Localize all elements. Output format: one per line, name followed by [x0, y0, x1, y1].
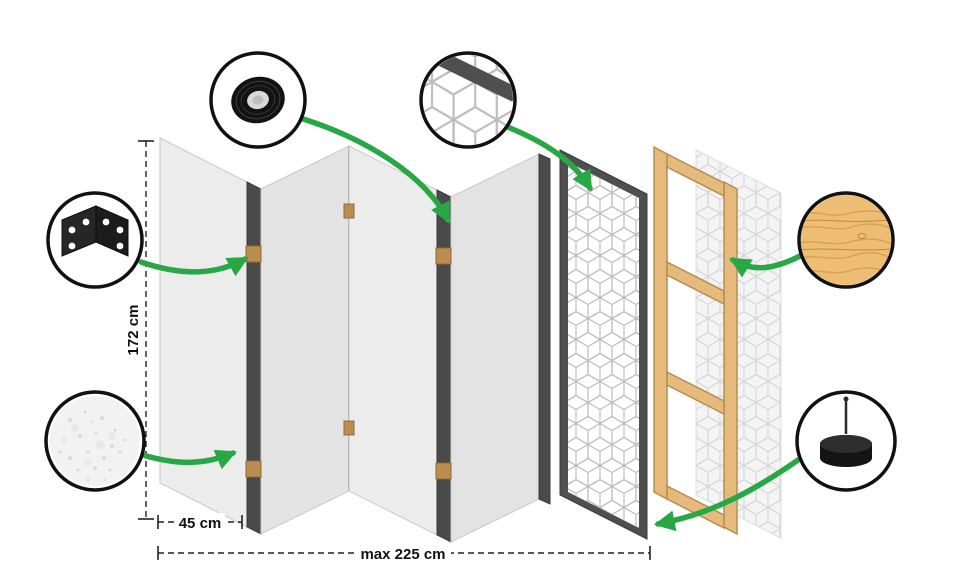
back-canvas-pattern — [696, 150, 781, 538]
pattern-detail-icon — [423, 55, 513, 145]
panel-width-label: 45 cm — [179, 515, 222, 532]
hinge-block — [343, 420, 355, 436]
callout-fleece — [44, 390, 146, 492]
callout-hinge — [46, 191, 144, 289]
dimension-max-width: max 225 cm — [157, 544, 651, 563]
hinge-block — [435, 462, 452, 480]
frame-rung — [666, 152, 725, 198]
height-label: 172 cm — [125, 305, 142, 356]
frame-left-rail — [653, 145, 668, 501]
folding-panel-4 — [450, 153, 540, 543]
hinge-block — [245, 460, 262, 478]
callout-arrows — [138, 115, 803, 532]
frame-rung — [666, 260, 725, 306]
max-width-label: max 225 cm — [360, 546, 445, 563]
panel-edge-strip-2 — [436, 189, 452, 543]
tape-roll-icon — [231, 76, 285, 124]
callout-tape — [209, 51, 307, 149]
hinge-icon — [61, 205, 129, 257]
fleece-texture-icon — [50, 396, 140, 486]
folding-panel-2 — [260, 145, 350, 535]
foot-pin-icon — [820, 396, 872, 467]
folding-screen — [159, 137, 551, 543]
back-canvas-layer — [695, 149, 782, 539]
arrow-hinge-to-fold — [138, 256, 249, 277]
folding-panel-3 — [348, 145, 438, 536]
label-backing — [355, 544, 451, 562]
wood-texture-icon — [801, 195, 891, 285]
hinge-block — [245, 245, 262, 263]
panel-edge-strip-1 — [246, 181, 262, 535]
frame-rung — [666, 370, 725, 416]
callout-pattern-detail — [419, 51, 517, 149]
arrow-wood-to-frame — [729, 253, 803, 278]
callout-foot — [795, 390, 897, 492]
printed-canvas-layer — [559, 149, 648, 540]
folding-panel-1 — [159, 137, 248, 528]
arrow-foot-to-base — [653, 457, 801, 532]
frame-rung — [666, 484, 725, 530]
hinge-block — [435, 247, 452, 265]
panel-edge-strip-3 — [538, 153, 551, 505]
printed-canvas-pattern — [568, 162, 639, 528]
callout-wood — [797, 191, 895, 289]
wooden-frame-layer — [653, 145, 738, 536]
arrow-tape-to-hinge-strip — [297, 115, 451, 224]
frame-right-rail — [723, 180, 738, 536]
arrow-fleece-to-panel — [140, 449, 237, 470]
hinge-block — [343, 203, 355, 219]
arrow-pattern-to-canvas — [502, 123, 593, 192]
dimension-panel-width: 45 cm — [157, 513, 243, 532]
exploded-panel-layers — [559, 145, 782, 540]
label-backing — [175, 513, 225, 531]
